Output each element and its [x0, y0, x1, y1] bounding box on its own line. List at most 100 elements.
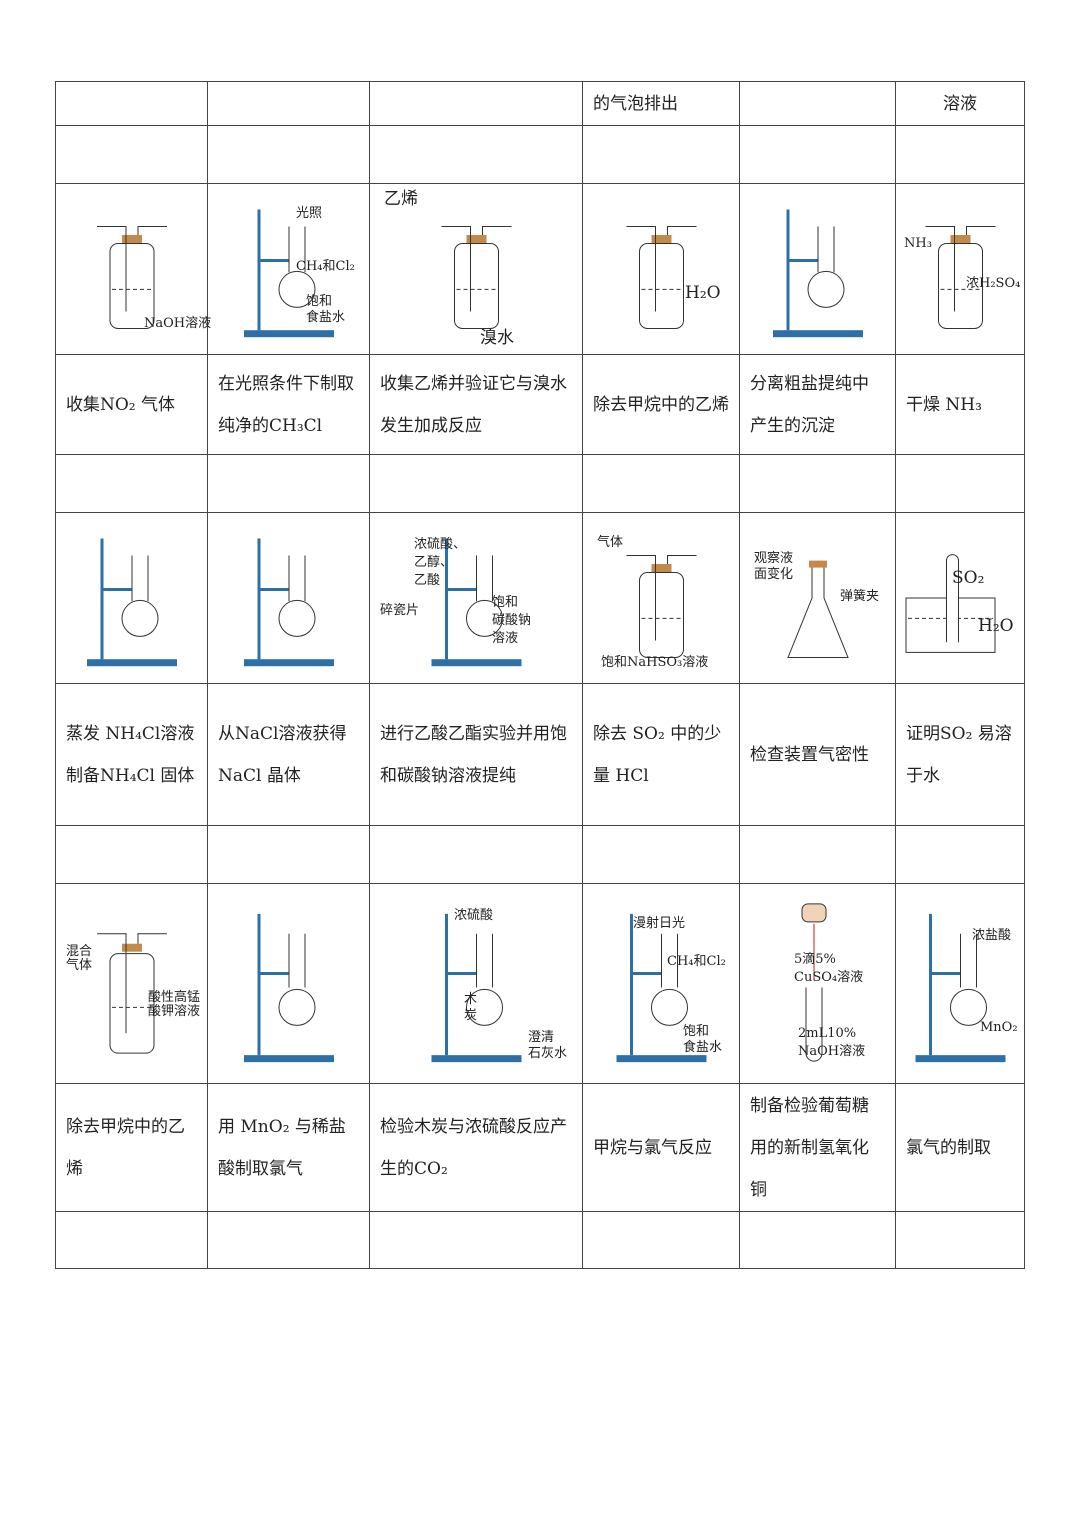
experiment-description: 干燥 NH₃	[906, 394, 982, 415]
experiment-description: 从NaCl溶液获得NaCl 晶体	[218, 723, 347, 786]
apparatus-illustration	[244, 209, 334, 338]
diagram-label: MnO₂	[980, 1020, 1018, 1035]
apparatus-illustration	[626, 555, 697, 658]
description-cell: 分离粗盐提纯中产生的沉淀	[739, 354, 896, 455]
diagram-label: 漫射日光	[633, 916, 686, 931]
diagram-label: 浓H₂SO₄	[966, 276, 1021, 291]
diagram-label: H₂O	[685, 283, 721, 303]
apparatus-illustration	[915, 913, 1006, 1063]
description-cell: 收集乙烯并验证它与溴水发生加成反应	[369, 354, 583, 455]
experiment-description: 制备检验葡萄糖用的新制氢氧化铜	[750, 1095, 869, 1200]
diagram-label: 2mL10%	[798, 1026, 857, 1041]
empty-cell	[55, 81, 208, 126]
diagram-label: 观察液	[754, 551, 794, 566]
experiment-description: 除去甲烷中的乙烯	[593, 394, 729, 415]
empty-cell	[895, 1211, 1025, 1269]
diagram-label: 饱和	[306, 294, 333, 309]
diagram-cell: 浓硫酸木炭澄清石灰水	[369, 883, 583, 1084]
experiment-description: 分离粗盐提纯中产生的沉淀	[750, 373, 869, 436]
apparatus-illustration	[431, 913, 522, 1063]
empty-cell	[739, 1211, 896, 1269]
description-cell: 制备检验葡萄糖用的新制氢氧化铜	[739, 1083, 896, 1212]
experiment-description: 氯气的制取	[906, 1137, 991, 1158]
table-row	[55, 1211, 1025, 1269]
diagram-label: 石灰水	[528, 1046, 568, 1061]
table-row: 的气泡排出 溶液	[55, 81, 1025, 126]
diagram-cell	[739, 183, 896, 355]
diagram-cell: 气体饱和NaHSO₃溶液	[582, 512, 740, 684]
diagram-label: NH₃	[904, 236, 932, 251]
diagram-cell: H₂O	[582, 183, 740, 355]
diagram-label: 光照	[296, 206, 323, 221]
diagram-row: 混合气体酸性高锰酸钾溶液 浓硫酸木炭澄清石灰水 漫射日光 CH₄和Cl₂ 饱和食盐水 5滴…	[55, 883, 1025, 1084]
diagram-label: CuSO₄溶液	[794, 970, 864, 985]
apparatus-illustration	[97, 933, 167, 1054]
description-cell: 在光照条件下制取纯净的CH₃Cl	[207, 354, 370, 455]
diagram-cell: NH₃ 浓H₂SO₄	[895, 183, 1025, 355]
description-cell: 除去 SO₂ 中的少量 HCl	[582, 683, 740, 826]
apparatus-illustration	[97, 226, 167, 329]
diagram-label: 面变化	[754, 567, 794, 582]
diagram-label: 碎瓷片	[380, 603, 420, 618]
diagram-label: 炭	[464, 1008, 478, 1023]
diagram-label: NaOH溶液	[144, 316, 212, 331]
apparatus-illustration	[616, 913, 707, 1063]
diagram-label: 溶液	[492, 631, 519, 646]
diagram-label: 饱和	[683, 1024, 710, 1039]
description-cell: 除去甲烷中的乙烯	[582, 354, 740, 455]
empty-cell	[895, 454, 1025, 513]
diagram-label: 饱和NaHSO₃溶液	[601, 655, 709, 670]
diagram-label: 弹簧夹	[840, 589, 880, 604]
diagram-label: CH₄和Cl₂	[296, 259, 355, 274]
apparatus-illustration	[787, 560, 849, 658]
description-cell: 甲烷与氯气反应	[582, 1083, 740, 1212]
diagram-label: H₂O	[978, 616, 1014, 636]
empty-cell	[739, 81, 896, 126]
experiment-description: 在光照条件下制取纯净的CH₃Cl	[218, 373, 354, 436]
empty-cell	[369, 454, 583, 513]
diagram-label: 浓硫酸	[454, 908, 494, 923]
diagram-label: 食盐水	[683, 1040, 723, 1055]
diagram-cell: 混合气体酸性高锰酸钾溶液	[55, 883, 208, 1084]
apparatus-illustration	[441, 226, 512, 329]
table-row	[55, 125, 1025, 184]
empty-cell	[55, 125, 208, 184]
apparatus-illustration	[244, 538, 334, 667]
experiment-description: 甲烷与氯气反应	[593, 1137, 712, 1158]
diagram-row: 浓硫酸、乙醇、乙酸碎瓷片饱和碳酸钠溶液气体饱和NaHSO₃溶液观察液面变化弹簧夹…	[55, 512, 1025, 684]
empty-cell	[582, 825, 740, 884]
diagram-label: 溴水	[480, 328, 514, 348]
description-cell: 从NaCl溶液获得NaCl 晶体	[207, 683, 370, 826]
description-cell: 氯气的制取	[895, 1083, 1025, 1212]
apparatus-illustration	[87, 538, 177, 667]
description-cell: 证明SO₂ 易溶于水	[895, 683, 1025, 826]
diagram-label: SO₂	[952, 568, 985, 588]
description-cell: 检验木炭与浓硫酸反应产生的CO₂	[369, 1083, 583, 1212]
table-row	[55, 825, 1025, 884]
table-row	[55, 454, 1025, 513]
empty-cell	[55, 1211, 208, 1269]
empty-cell	[739, 825, 896, 884]
empty-cell	[207, 81, 370, 126]
empty-cell	[582, 125, 740, 184]
experiment-description: 收集乙烯并验证它与溴水发生加成反应	[380, 373, 567, 436]
diagram-label: CH₄和Cl₂	[667, 954, 726, 969]
description-cell: 检查装置气密性	[739, 683, 896, 826]
empty-cell	[369, 81, 583, 126]
apparatus-illustration	[773, 209, 863, 338]
diagram-label: 5滴5%	[794, 952, 836, 967]
apparatus-illustration	[905, 554, 996, 653]
diagram-label: 气体	[597, 535, 624, 550]
diagram-label: 酸钾溶液	[148, 1004, 201, 1019]
empty-cell	[207, 825, 370, 884]
apparatus-illustration	[801, 903, 827, 1062]
diagram-label: 乙酸	[414, 573, 441, 588]
diagram-label: 碳酸钠	[492, 613, 532, 628]
description-cell: 蒸发 NH₄Cl溶液制备NH₄Cl 固体	[55, 683, 208, 826]
experiment-description: 证明SO₂ 易溶于水	[906, 723, 1012, 786]
diagram-label: 酸性高锰	[148, 990, 201, 1005]
